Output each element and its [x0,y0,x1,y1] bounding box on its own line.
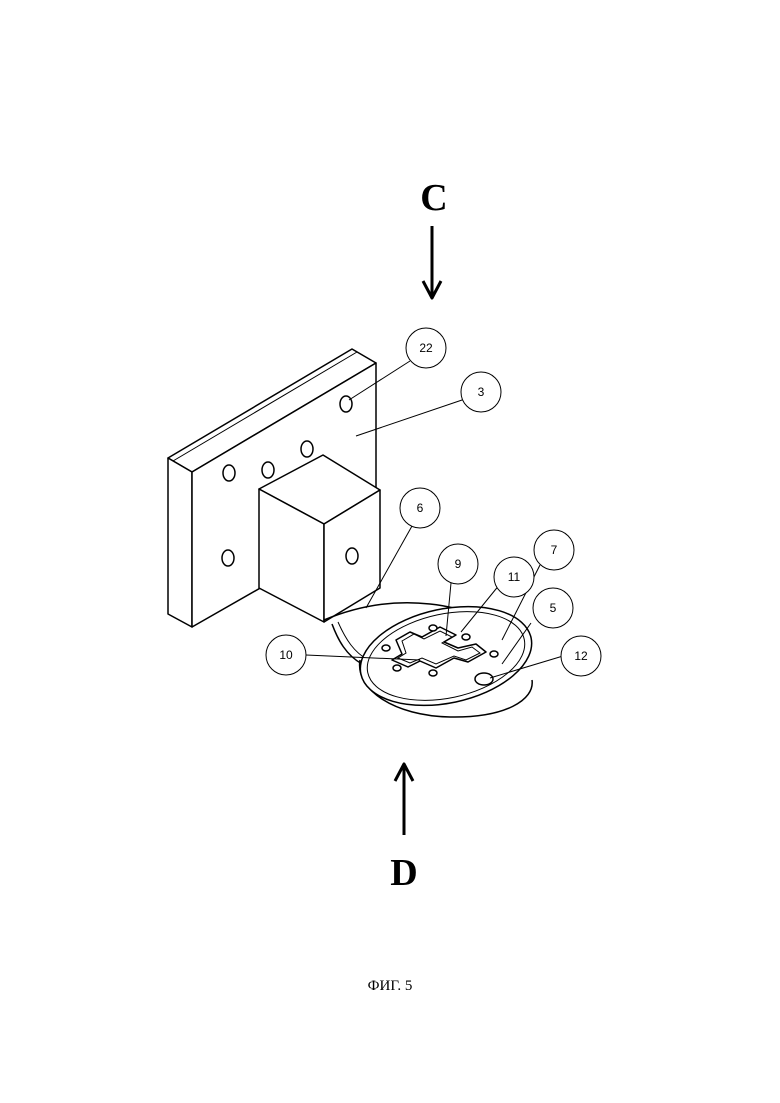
disk-hole [393,665,401,671]
callout-9: 9 [438,544,478,584]
block [259,455,380,622]
svg-text:10: 10 [279,648,293,662]
figure-caption: ФИГ. 5 [368,978,413,994]
disk-hole [382,645,390,651]
svg-text:12: 12 [574,649,588,663]
disk-hole [429,625,437,631]
svg-text:22: 22 [419,341,433,355]
disk-hole-large [475,673,493,685]
view-label-d: D [390,852,417,894]
arrow-c-icon [423,226,441,298]
svg-text:11: 11 [508,570,521,584]
svg-text:5: 5 [550,601,557,615]
arrow-d-icon [395,764,413,835]
callout-22: 22 [406,328,446,368]
svg-text:9: 9 [455,557,462,571]
svg-text:3: 3 [478,385,485,399]
plate-hole [301,441,313,457]
plate-hole [223,465,235,481]
callout-6: 6 [400,488,440,528]
block-hole [346,548,358,564]
callout-11: 11 [494,557,534,597]
disk-hole [490,651,498,657]
disk-hole [429,670,437,676]
disk-hole [462,634,470,640]
callout-7: 7 [534,530,574,570]
view-label-c: C [420,177,447,219]
callout-12: 12 [561,636,601,676]
plate-hole [340,396,352,412]
callout-10: 10 [266,635,306,675]
svg-text:7: 7 [551,543,558,557]
plate-hole [262,462,274,478]
svg-text:6: 6 [417,501,424,515]
callout-3: 3 [461,372,501,412]
plate-hole [222,550,234,566]
callout-5: 5 [533,588,573,628]
